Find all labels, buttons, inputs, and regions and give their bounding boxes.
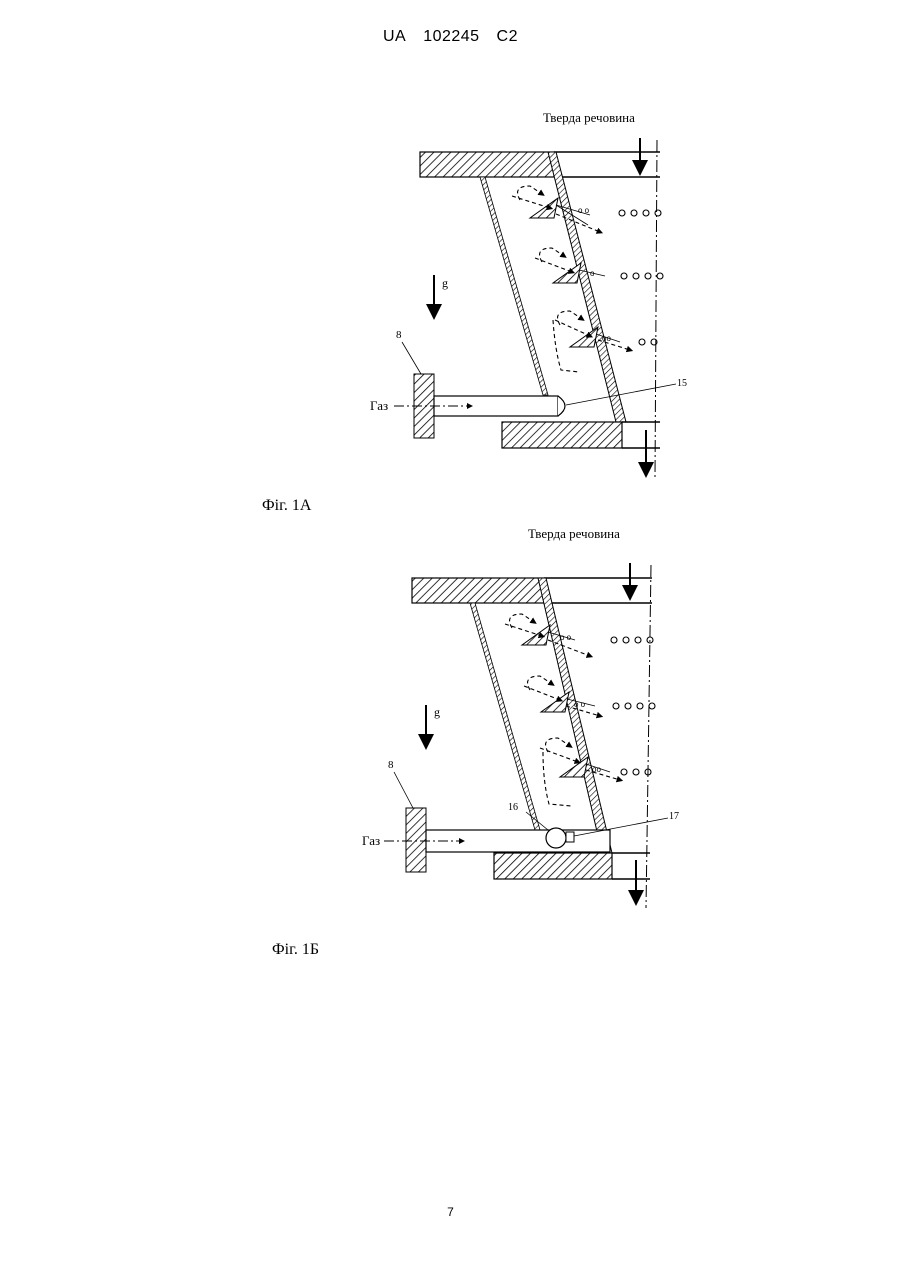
fig1b-valve-17 (546, 828, 566, 848)
fig1a-gas-label: Газ (370, 398, 388, 413)
fig1a-outer-wall (548, 152, 626, 422)
fig1b-solid-label: Тверда речовина (528, 526, 620, 541)
fig1b-outer-wall (538, 578, 612, 853)
fig1a-baffle-2: o (553, 263, 605, 283)
fig1b-top-wall (412, 578, 544, 603)
fig1a-ref-8: 8 (396, 329, 402, 341)
svg-text:o o: o o (578, 206, 590, 215)
fig1b-center-line (646, 565, 651, 908)
fig1b-gas-label: Газ (362, 833, 380, 848)
fig1b-baffle-3: oo (560, 757, 610, 777)
fig1a-gravity-label: g (442, 276, 448, 290)
fig1a-ref-15: 15 (677, 378, 687, 389)
figure-1a: Тверда речовина o o o oo (370, 110, 687, 478)
svg-text:o o: o o (574, 700, 586, 709)
fig1b-gravity-label: g (434, 705, 440, 719)
fig1b-ref-16: 16 (508, 802, 518, 813)
fig1b-gas-pipe (426, 830, 610, 852)
fig1b-flange-8 (406, 808, 426, 872)
fig1b-bottom-wall (494, 853, 612, 879)
page-number: 7 (0, 1205, 901, 1219)
fig1b-baffle-1: o o (522, 625, 575, 645)
fig1a-caption: Фіг. 1А (262, 497, 311, 515)
svg-text:o o: o o (560, 633, 572, 642)
fig1a-solid-label: Тверда речовина (543, 110, 635, 125)
fig1a-top-wall (420, 152, 554, 177)
fig1a-baffle-1: o o (530, 198, 590, 225)
fig1b-ref-8: 8 (388, 759, 394, 771)
fig1b-inner-wall (470, 603, 540, 830)
fig1b-caption: Фіг. 1Б (272, 941, 319, 959)
fig1a-center-line (655, 140, 657, 478)
svg-text:o: o (590, 269, 595, 278)
figure-1b: Тверда речовина o o o o oo (362, 526, 679, 908)
fig1a-inner-wall (480, 177, 548, 395)
svg-text:oo: oo (602, 334, 611, 343)
fig1a-bottom-wall (502, 422, 622, 448)
fig1b-ref-17: 17 (669, 811, 679, 822)
